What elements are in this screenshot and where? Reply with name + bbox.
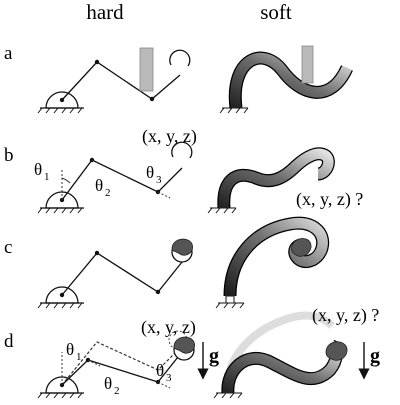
svg-text:g: g [209,345,219,367]
base-mount [37,286,84,309]
row-label-a: a [4,43,13,64]
svg-text:θ: θ [156,361,164,380]
arm-links [61,351,183,386]
base-mount [37,191,84,214]
joint [94,59,100,65]
svg-text:3: 3 [166,372,172,384]
obstacle [301,45,314,84]
target-coordinates-known-d: (x, y, z) [141,317,196,338]
svg-text:2: 2 [114,385,120,397]
grasped-object [291,238,312,257]
gravity-arrow: g [358,342,380,380]
svg-text:2: 2 [105,187,111,199]
base-mount [37,376,84,399]
target-coordinates-unknown: (x, y, z) ? [296,189,363,210]
svg-text:g: g [370,345,380,367]
column-header-hard: hard [86,0,124,24]
grasped-object [173,336,195,354]
row-b-hard-arm: θ 1 θ 2 θ 3 [34,141,193,214]
gripper [171,141,193,159]
grasped-object [325,341,348,361]
row-label-d: d [4,331,14,352]
column-header-soft: soft [260,0,292,24]
row-a-soft-arm [219,45,353,114]
ghost-arm-links [61,341,179,386]
gravity-arrow: g [197,342,219,380]
target-coordinates-known: (x, y, z) [142,126,197,147]
row-a-hard-arm [37,47,191,114]
row-c-soft-arm [215,216,330,309]
svg-text:1: 1 [76,351,82,363]
theta-2-label: θ 2 [104,374,120,397]
grasped-object [171,238,193,256]
theta-2-label: θ 2 [95,176,111,199]
svg-text:1: 1 [44,171,50,183]
joint [149,96,155,102]
row-c-hard-arm [37,238,193,309]
row-label-c: c [4,237,12,258]
theta-3-label: θ 3 [146,163,162,186]
svg-text:θ: θ [104,374,112,393]
target-coordinates-unknown-d: (x, y, z) ? [312,305,379,326]
joint [59,97,65,103]
svg-text:θ: θ [146,163,154,182]
svg-text:3: 3 [156,174,162,186]
row-b-soft-arm [207,147,335,214]
gripper [169,49,191,67]
obstacle [139,47,154,92]
row-d-soft-arm: g [213,311,380,399]
theta-1-label: θ 1 [66,340,82,363]
theta-3-label: θ 3 [156,361,172,384]
base-mount [37,91,84,114]
theta-1-label: θ 1 [34,160,50,183]
svg-text:θ: θ [34,160,42,179]
svg-text:θ: θ [66,340,74,359]
arm-links [61,159,183,201]
row-label-b: b [4,145,14,166]
svg-text:θ: θ [95,176,103,195]
arm-links [61,252,183,296]
row-d-hard-arm: θ 1 θ 2 θ 3 g [37,330,219,399]
arm-links [61,61,181,101]
